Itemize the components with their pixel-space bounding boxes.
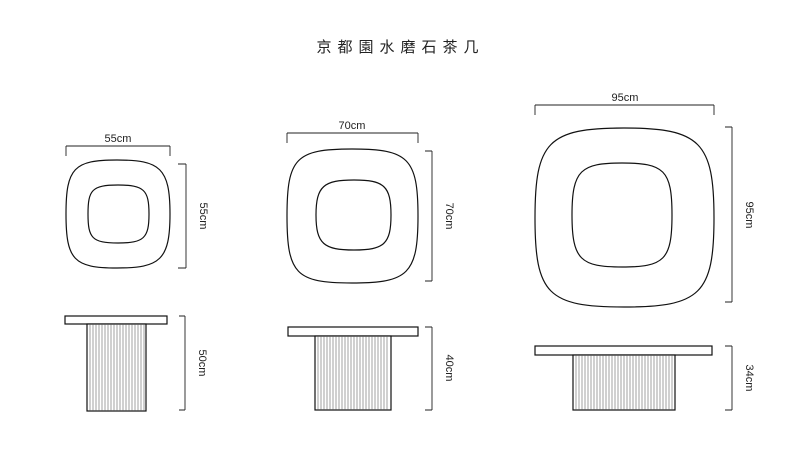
medium-depth-label: 70cm <box>443 203 455 230</box>
large-base-flutes <box>575 355 673 410</box>
large-depth-dimension: 95cm <box>725 126 755 303</box>
medium-side-base <box>314 335 392 411</box>
small-side-tabletop <box>64 315 168 325</box>
small-depth-label: 55cm <box>197 203 209 230</box>
small-width-label: 55cm <box>105 133 132 145</box>
table-medium: 70cm 70cm 40cm <box>286 120 455 411</box>
medium-base-flutes <box>317 336 388 410</box>
small-top-inner-recess <box>87 184 150 244</box>
table-large: 95cm 95cm 34cm <box>534 92 755 411</box>
small-top-view <box>65 159 171 269</box>
table-small: 55cm 55cm 50cm <box>64 133 209 412</box>
medium-side-tabletop <box>287 326 419 337</box>
medium-height-dimension: 40cm <box>425 326 455 411</box>
large-width-label: 95cm <box>612 92 639 104</box>
small-side-view <box>64 315 168 412</box>
large-depth-label: 95cm <box>743 202 755 229</box>
small-base-flutes <box>89 324 145 411</box>
medium-height-label: 40cm <box>443 355 455 382</box>
medium-top-inner-recess <box>315 179 392 251</box>
large-top-view <box>534 127 715 308</box>
small-side-base <box>86 323 147 412</box>
large-top-inner-recess <box>571 162 673 268</box>
large-height-dimension: 34cm <box>725 345 755 411</box>
small-height-label: 50cm <box>196 350 208 377</box>
small-height-dimension: 50cm <box>179 315 208 411</box>
medium-depth-dimension: 70cm <box>425 150 455 282</box>
medium-top-view <box>286 148 419 284</box>
large-side-view <box>534 345 713 411</box>
large-width-dimension: 95cm <box>534 92 715 115</box>
small-width-dimension: 55cm <box>65 133 171 156</box>
large-height-label: 34cm <box>743 365 755 392</box>
small-depth-dimension: 55cm <box>178 163 209 269</box>
medium-width-dimension: 70cm <box>286 120 419 143</box>
large-side-tabletop <box>534 345 713 356</box>
medium-width-label: 70cm <box>339 120 366 132</box>
page-title: 京都園水磨石茶几 <box>316 38 485 56</box>
medium-side-view <box>287 326 419 411</box>
